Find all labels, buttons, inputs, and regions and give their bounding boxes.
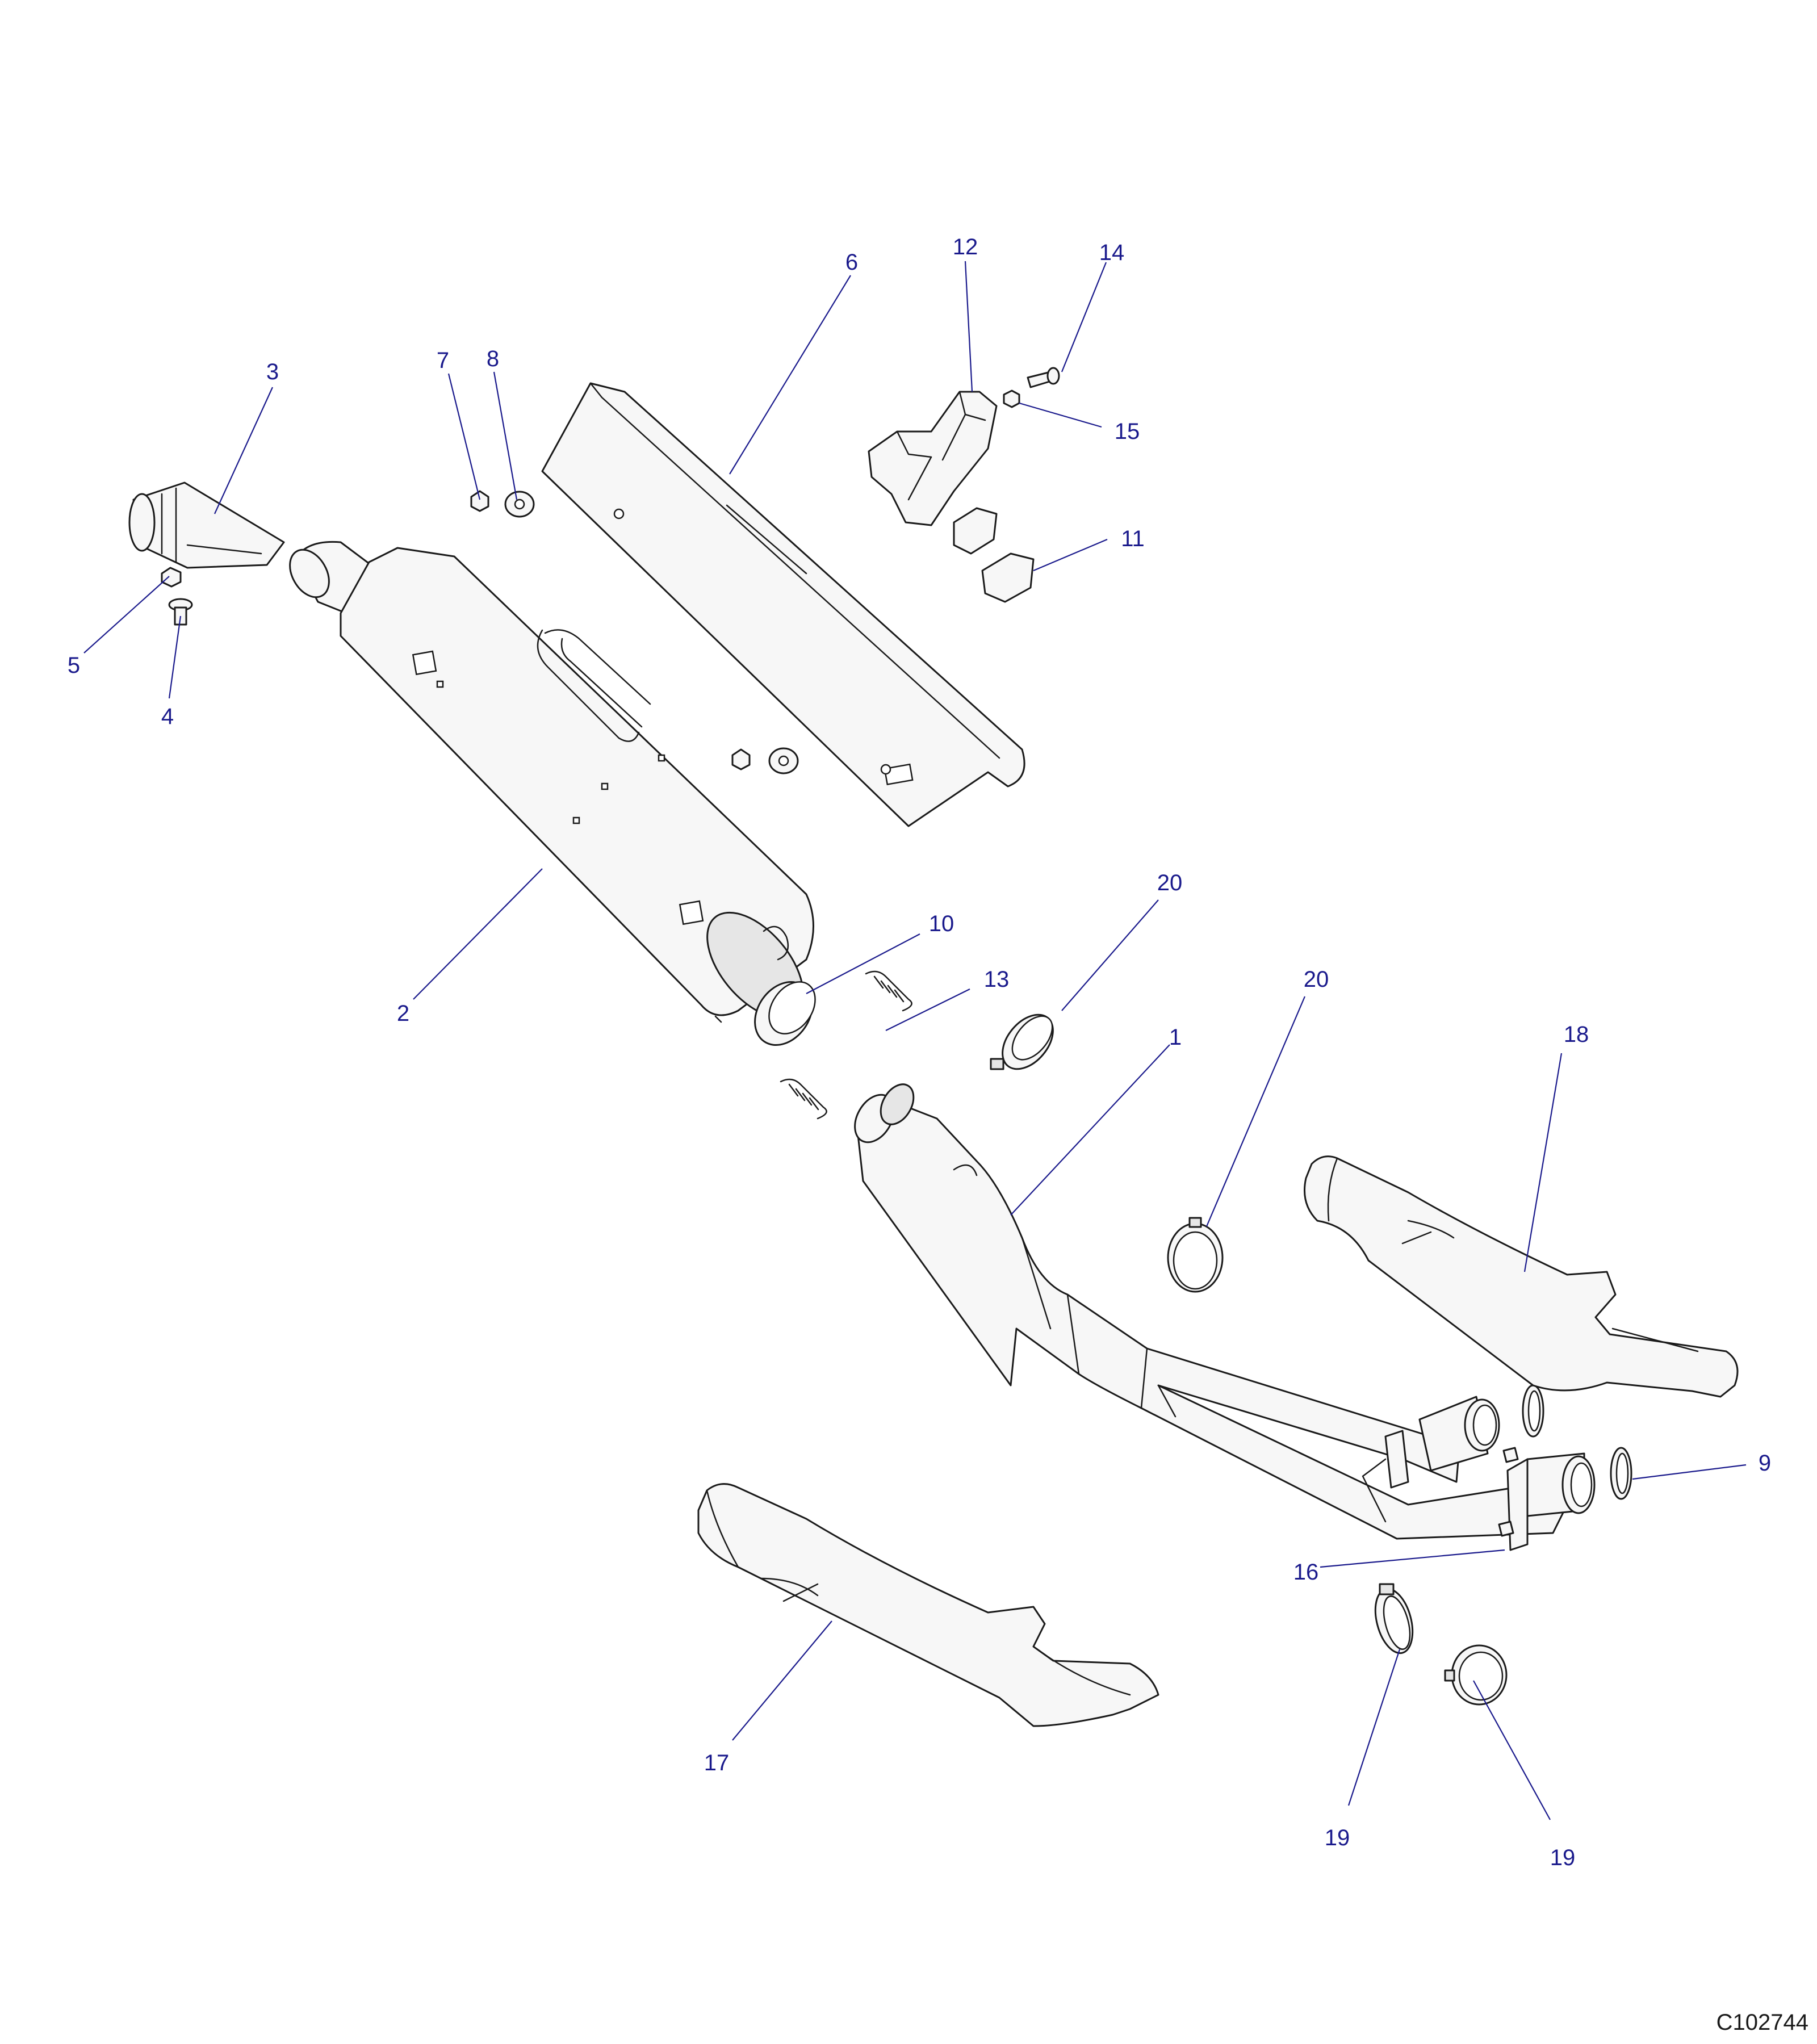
part-5-nut <box>161 567 182 588</box>
callout-14: 14 <box>1099 240 1125 265</box>
callout-16: 16 <box>1293 1560 1319 1585</box>
part-4-bolt <box>168 598 193 626</box>
callout-18: 18 <box>1564 1022 1589 1047</box>
callout-13: 13 <box>984 967 1010 992</box>
part-6-heat-shield <box>541 382 1025 827</box>
part-7-nut <box>470 490 489 512</box>
part-15-nut <box>1003 389 1020 408</box>
callout-3: 3 <box>266 359 279 384</box>
callout-15: 15 <box>1115 419 1140 444</box>
clamp <box>1444 1644 1508 1706</box>
callout-8: 8 <box>487 346 499 371</box>
callout-12: 12 <box>953 234 978 259</box>
gasket <box>1522 1384 1544 1438</box>
part-17-head-pipe-shield <box>697 1483 1159 1727</box>
clamp <box>1167 1217 1224 1293</box>
callout-9: 9 <box>1759 1451 1771 1476</box>
part-11-isolator <box>953 507 1035 603</box>
callout-10: 10 <box>929 911 954 936</box>
callout-19-left: 19 <box>1325 1825 1350 1850</box>
callout-20-lower: 20 <box>1304 967 1329 992</box>
callout-6: 6 <box>845 250 858 275</box>
diagram-code: C102744 <box>1716 2010 1808 2035</box>
leader-lines <box>83 261 1747 1820</box>
callout-2: 2 <box>397 1001 409 1026</box>
washer-installed <box>731 747 799 774</box>
callout-7: 7 <box>437 348 449 373</box>
part-14-bolt <box>1027 367 1060 388</box>
spring <box>780 1078 827 1120</box>
callout-1: 1 <box>1169 1025 1182 1050</box>
part-2-muffler <box>289 541 814 1023</box>
callout-5: 5 <box>68 653 80 678</box>
callout-4: 4 <box>161 704 174 729</box>
part-13-spring <box>865 970 912 1012</box>
callout-19-right: 19 <box>1550 1845 1576 1870</box>
callout-20-upper: 20 <box>1157 870 1183 895</box>
callout-11: 11 <box>1121 526 1145 551</box>
part-1-head-pipe <box>854 1083 1596 1551</box>
part-10-gasket <box>754 981 816 1046</box>
part-18-head-pipe-shield <box>1304 1155 1739 1398</box>
part-3-tailpipe-tip <box>128 481 285 569</box>
part-9-gasket <box>1610 1447 1632 1500</box>
part-16-stud <box>1498 1447 1519 1537</box>
callout-labels: 1 2 3 4 5 6 7 8 9 10 11 12 13 14 15 16 1… <box>68 234 1771 1870</box>
part-19-clamp <box>1374 1583 1414 1655</box>
callout-17: 17 <box>704 1750 730 1775</box>
part-8-washer <box>504 491 535 518</box>
part-12-mount-bracket <box>868 391 998 526</box>
part-20-clamp <box>990 1013 1054 1070</box>
